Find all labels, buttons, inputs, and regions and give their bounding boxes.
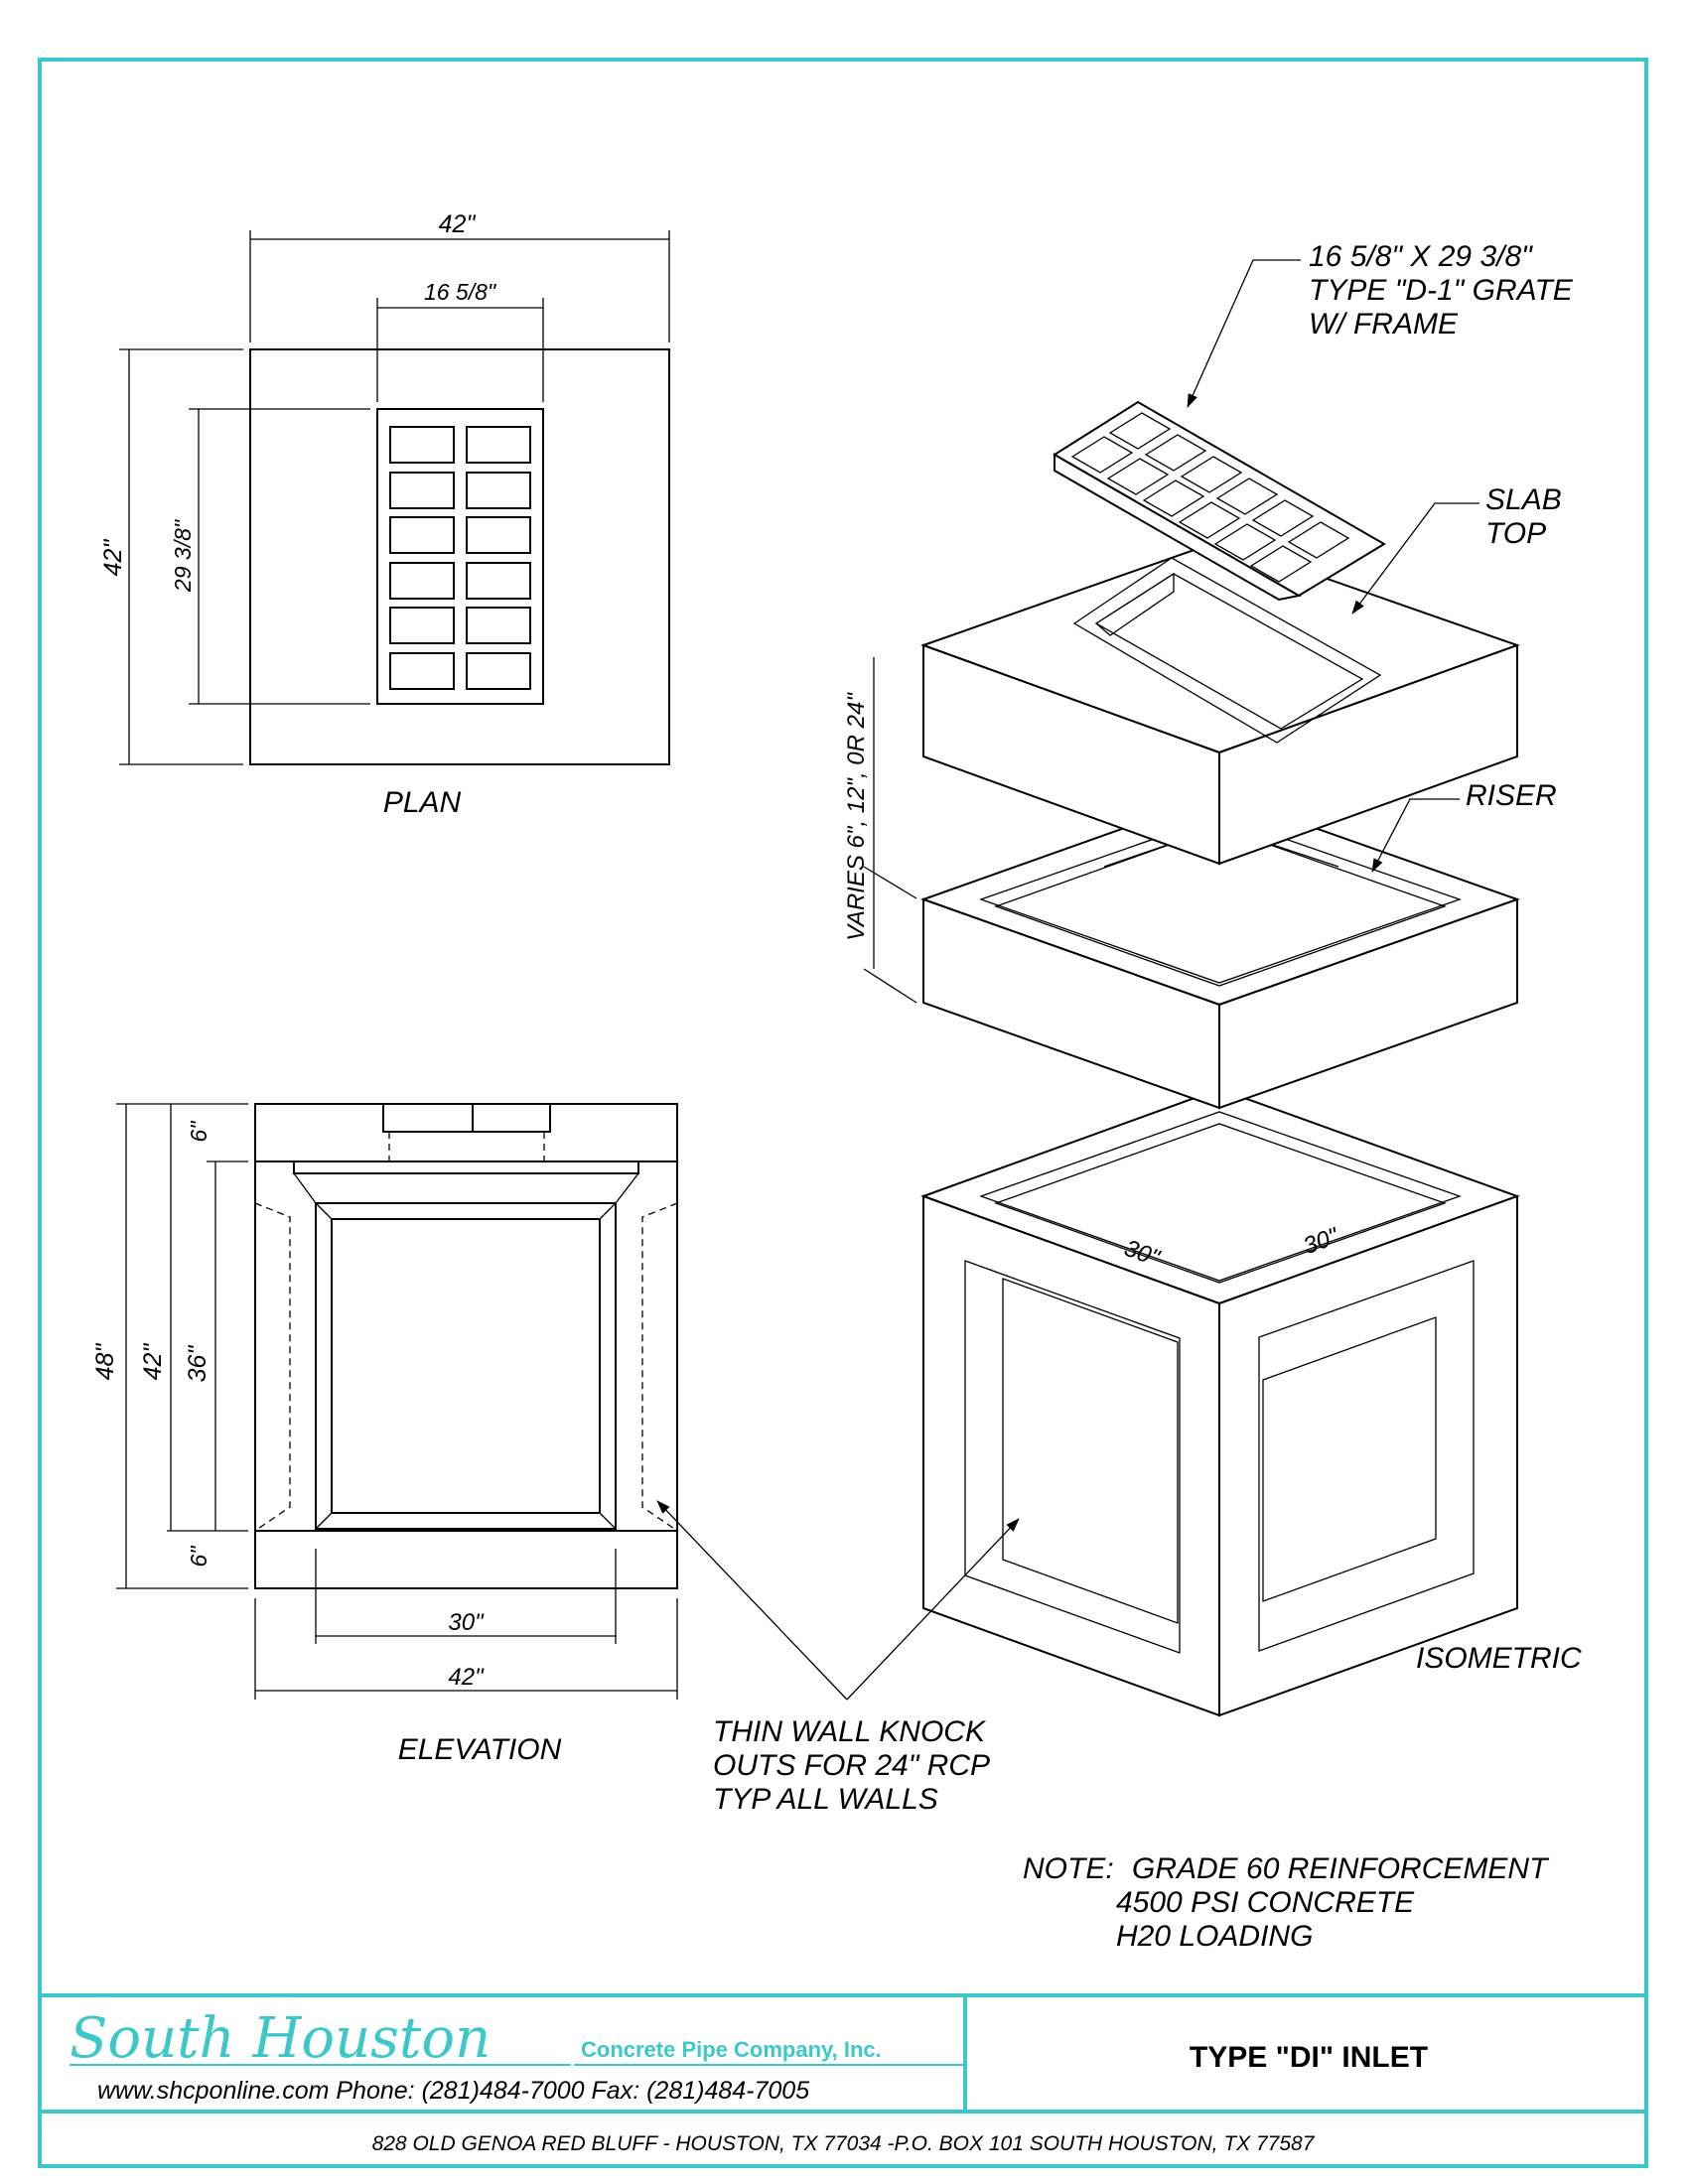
elevation-opening-width: 30": [448, 1609, 485, 1636]
iso-leaders: [1187, 259, 1479, 873]
svg-text:TYP ALL WALLS: TYP ALL WALLS: [713, 1783, 938, 1816]
svg-text:OUTS FOR 24" RCP: OUTS FOR 24" RCP: [713, 1749, 990, 1782]
svg-text:TOP: TOP: [1485, 517, 1546, 550]
title-block: South Houston Concrete Pipe Company, Inc…: [70, 2006, 1428, 2155]
svg-text:TYPE "D-1" GRATE: TYPE "D-1" GRATE: [1309, 274, 1574, 307]
elevation-dimensions: [116, 1103, 678, 1700]
elevation-overall-width: 42": [448, 1664, 485, 1691]
sheet-border: [38, 58, 1648, 2168]
isometric-title: ISOMETRIC: [1416, 1642, 1582, 1675]
svg-text:GRADE 60 REINFORCEMENT: GRADE 60 REINFORCEMENT: [1132, 1852, 1550, 1885]
plan-height-dim: 42": [99, 539, 127, 577]
plan-grate-length-dim: 29 3/8": [170, 518, 196, 593]
iso-riser-callout: RISER: [1466, 779, 1557, 812]
svg-text:4500 PSI CONCRETE: 4500 PSI CONCRETE: [1116, 1886, 1415, 1919]
iso-riser-dim: VARIES 6", 12", 0R 24": [843, 692, 870, 941]
notes-label: NOTE:: [1023, 1852, 1114, 1885]
company-contact: www.shcponline.com Phone: (281)484-7000 …: [97, 2077, 809, 2105]
elevation-wall-height: 42": [139, 1343, 167, 1381]
plan-title: PLAN: [383, 786, 462, 819]
knockout-left: [254, 1202, 291, 1532]
plan-grate-frame: [376, 408, 544, 705]
plan-slab-outline: [249, 348, 670, 765]
elevation-grate-frame: [382, 1103, 551, 1133]
plan-view: 42" 16 5/8" 42" 29 3/8" PLAN: [99, 210, 670, 819]
elevation-view: 48" 42" 36" 6" 6" 30" 42" ELEVATION: [91, 1103, 678, 1766]
iso-riser-dimension: [863, 657, 917, 1004]
svg-text:SLAB: SLAB: [1485, 483, 1562, 516]
iso-grate-callout: 16 5/8" X 29 3/8" TYPE "D-1" GRATE W/ FR…: [1309, 240, 1574, 341]
company-name: Concrete Pipe Company, Inc.: [581, 2037, 882, 2062]
iso-riser: [920, 792, 1521, 1110]
svg-text:16 5/8" X 29 3/8": 16 5/8" X 29 3/8": [1309, 240, 1533, 273]
iso-grate: [1053, 400, 1386, 602]
elevation-title: ELEVATION: [398, 1733, 562, 1766]
knockout-note: THIN WALL KNOCK OUTS FOR 24" RCP TYP ALL…: [656, 1500, 1020, 1816]
plan-grate-width-dim: 16 5/8": [424, 279, 497, 305]
general-notes: NOTE: GRADE 60 REINFORCEMENT 4500 PSI CO…: [1023, 1852, 1550, 1953]
knockout-right: [641, 1202, 678, 1532]
svg-text:THIN WALL KNOCK: THIN WALL KNOCK: [713, 1715, 987, 1748]
elevation-base-slab-dim: 6": [186, 1545, 211, 1568]
elevation-opening-height: 36": [184, 1345, 211, 1383]
company-logo-script: South Houston: [70, 2006, 491, 2071]
drawing-title: TYPE "DI" INLET: [1190, 2041, 1428, 2074]
iso-slab-callout: SLAB TOP: [1485, 483, 1562, 550]
svg-text:H20 LOADING: H20 LOADING: [1116, 1920, 1313, 1953]
company-address: 828 OLD GENOA RED BLUFF - HOUSTON, TX 77…: [372, 2132, 1316, 2155]
elevation-top-slab-dim: 6": [186, 1120, 211, 1143]
iso-slab-top: [920, 539, 1520, 866]
svg-text:W/ FRAME: W/ FRAME: [1309, 308, 1459, 341]
iso-base-box: [920, 1087, 1520, 1717]
plan-dimensions: [119, 230, 670, 765]
elevation-outline: [254, 1103, 678, 1589]
elevation-inner-wall: [315, 1202, 617, 1530]
plan-grate-bars: [389, 426, 531, 690]
isometric-view: 30" 30" VARIES 6", 12", 0R 24": [843, 240, 1582, 1717]
elevation-total-height: 48": [91, 1343, 119, 1381]
elevation-opening: [331, 1218, 601, 1514]
plan-width-dim: 42": [439, 210, 477, 238]
